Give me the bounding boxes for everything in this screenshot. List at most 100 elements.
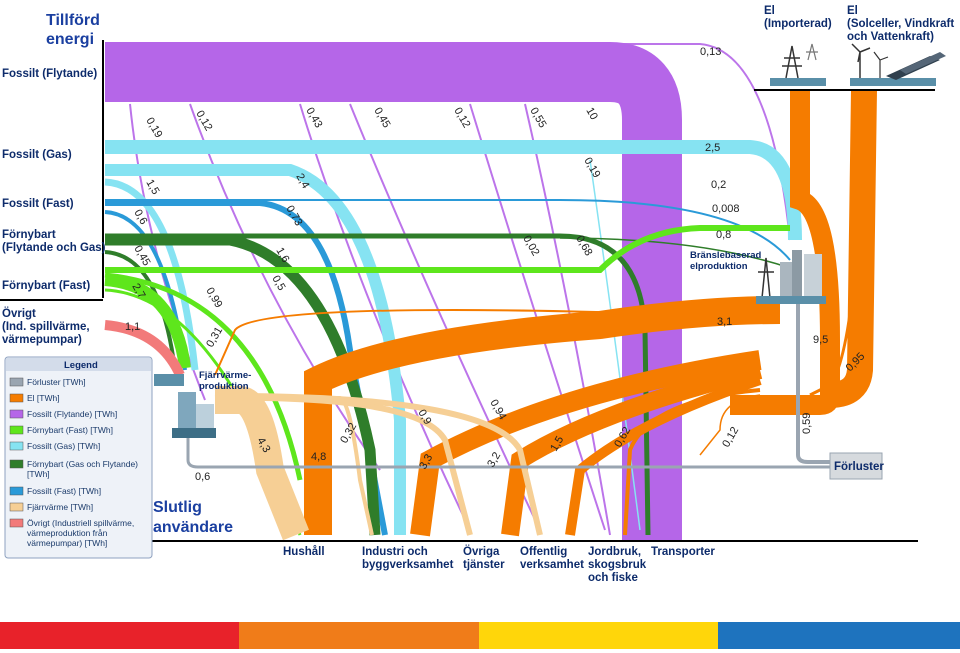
- flows: [104, 42, 877, 541]
- flow-value: 9,5: [813, 334, 828, 346]
- flow-el-jordbruk: [623, 388, 761, 536]
- legend-swatch: [9, 459, 24, 469]
- legend-label: Förluster [TWh]: [27, 377, 86, 387]
- flow-fossil-solid-industri: [105, 200, 388, 536]
- legend-label: Fossilt (Gas) [TWh]: [27, 441, 100, 451]
- flow-value: 4,8: [311, 451, 326, 463]
- flow-value: 0,31: [204, 325, 225, 350]
- flow-fossil-gas-elprod: [105, 140, 802, 241]
- flow-value: 0,6: [195, 471, 210, 483]
- flow-value: 3,1: [717, 316, 732, 328]
- flow-value: 0,45: [371, 106, 392, 131]
- legend-label: Fossilt (Flytande) [TWh]: [27, 409, 117, 419]
- flow-value: 0,19: [143, 116, 164, 141]
- stripe-orange: [239, 622, 479, 649]
- flow-renew-lg-industri: [105, 234, 381, 536]
- flow-el-industri: [410, 350, 762, 537]
- flow-value: 0,99: [203, 286, 224, 311]
- consumer-label: Transporter: [651, 546, 715, 558]
- flow-fossil-liquid-el: [524, 103, 611, 536]
- source-fossil-gas: Fossilt (Gas): [2, 149, 72, 161]
- legend-label: Fjärrvärme [TWh]: [27, 502, 93, 512]
- flow-el-095: [809, 89, 866, 397]
- legend-title: Legend: [64, 360, 98, 371]
- source-renewable-lg: Förnybart(Flytande och Gas): [2, 229, 106, 254]
- legend-items: Förluster [TWh] El [TWh] Fossilt (Flytande…: [9, 377, 138, 548]
- flow-el-renewable: [829, 89, 877, 408]
- flow-value: 0,12: [451, 106, 472, 131]
- stripe-red: [0, 622, 239, 649]
- legend-label: Fossilt (Fast) [TWh]: [27, 486, 101, 496]
- flow-fossil-liquid-transport: [105, 42, 682, 540]
- source-fossil-liquid: Fossilt (Flytande): [2, 68, 97, 80]
- flow-fossil-gas-industri: [105, 164, 406, 535]
- legend-label: El [TWh]: [27, 393, 60, 403]
- flow-fossil-liquid-industri: [189, 103, 381, 471]
- legend-swatch: [9, 409, 24, 419]
- losses-node: [829, 452, 883, 480]
- district-heat-plant-icon: [154, 374, 216, 438]
- flow-fossil-solid-el: [105, 199, 791, 261]
- node-district-heat: Fjärrvärme-produktion: [199, 370, 251, 392]
- stripe-yellow: [479, 622, 718, 649]
- flow-value: 2,5: [705, 142, 720, 154]
- flow-renew-solid-elprod: [105, 225, 790, 273]
- flow-value: 0,5: [269, 274, 287, 293]
- legend-swatch: [9, 486, 24, 496]
- flow-value: 0,2: [711, 179, 726, 191]
- fuel-power-plant-icon: [756, 250, 826, 304]
- legend-label: Övrigt (Industriell spillvärme,värmeprod…: [27, 518, 134, 548]
- legend-swatch: [9, 518, 24, 528]
- legend: Legend Förluster [TWh] El [TWh] Fossilt (F…: [4, 356, 153, 559]
- flow-el-ovriga: [501, 361, 763, 537]
- flow-dh-offentlig: [214, 392, 543, 536]
- flow-el-imported: [730, 90, 840, 415]
- consumer-label: Hushåll: [283, 546, 325, 558]
- import-power-icon: [770, 43, 826, 86]
- flow-value: 0,59: [801, 413, 813, 434]
- flow-value-labels: 0,13 0,19 0,12 0,43 0,45 0,12 0,55 10 2,…: [125, 46, 867, 483]
- flow-value: 10: [583, 106, 600, 123]
- legend-label: Förnybart (Fast) [TWh]: [27, 425, 113, 435]
- renewable-power-icon: [850, 43, 946, 86]
- flow-losses-dh: [186, 430, 830, 469]
- legend-swatch: [9, 425, 24, 435]
- flow-el-transport: [699, 394, 761, 456]
- source-renewable-solid: Förnybart (Fast): [2, 280, 90, 292]
- legend-swatch: [9, 441, 24, 451]
- flow-value: 1,5: [143, 178, 161, 197]
- flow-value: 0,13: [700, 46, 721, 58]
- flow-value: 0,12: [720, 425, 741, 450]
- source-other: Övrigt(Ind. spillvärme,värmepumpar): [2, 307, 90, 346]
- flow-renew-solid-dh: [104, 274, 191, 369]
- flow-value: 0,008: [712, 203, 740, 215]
- axes: [0, 40, 935, 542]
- legend-swatch: [9, 377, 24, 387]
- legend-swatch: [9, 393, 24, 403]
- flow-value: 0,68: [573, 234, 594, 259]
- flow-value: 1,1: [125, 321, 140, 333]
- source-fossil-solid: Fossilt (Fast): [2, 198, 74, 210]
- node-losses: Förluster: [834, 461, 884, 473]
- flow-el-dh: [214, 309, 701, 376]
- flow-value: 0,19: [581, 156, 602, 181]
- flow-losses-el: [796, 300, 830, 464]
- stripe-blue: [718, 622, 960, 649]
- flow-renew-solid-industri: [104, 272, 303, 481]
- legend-label: Förnybart (Gas och Flytande)[TWh]: [27, 459, 138, 479]
- source-el-import: El(Importerad): [764, 5, 832, 30]
- flow-el-elprod: [304, 296, 781, 535]
- flow-fossil-gas-dh: [104, 178, 199, 371]
- flow-value: 0,8: [716, 229, 731, 241]
- flow-other-dh: [104, 320, 185, 378]
